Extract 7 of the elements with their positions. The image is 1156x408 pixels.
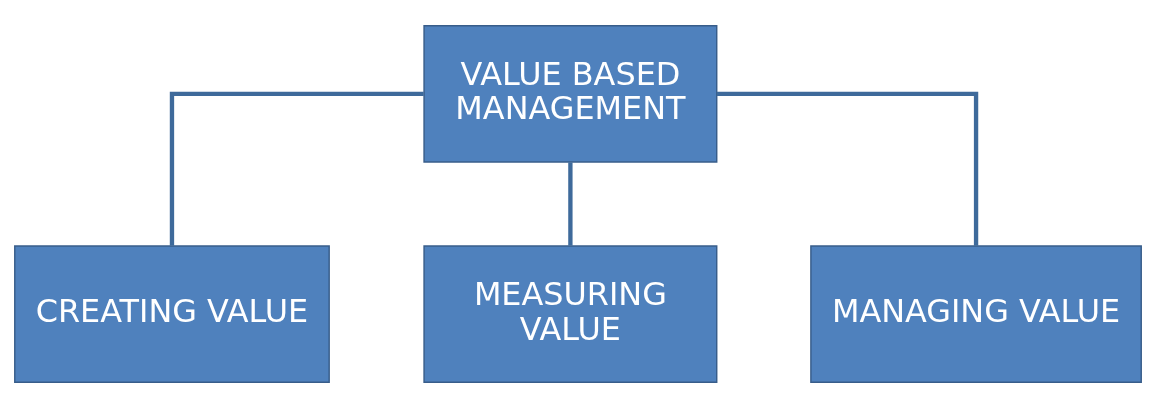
- node-box: MANAGING VALUE: [810, 245, 1142, 383]
- connector: [169, 91, 424, 246]
- node-box: VALUE BASED MANAGEMENT: [423, 25, 718, 163]
- node-box: MEASURING VALUE: [423, 245, 718, 383]
- node-box: CREATING VALUE: [14, 245, 330, 383]
- connector: [568, 162, 573, 246]
- connector: [716, 91, 979, 246]
